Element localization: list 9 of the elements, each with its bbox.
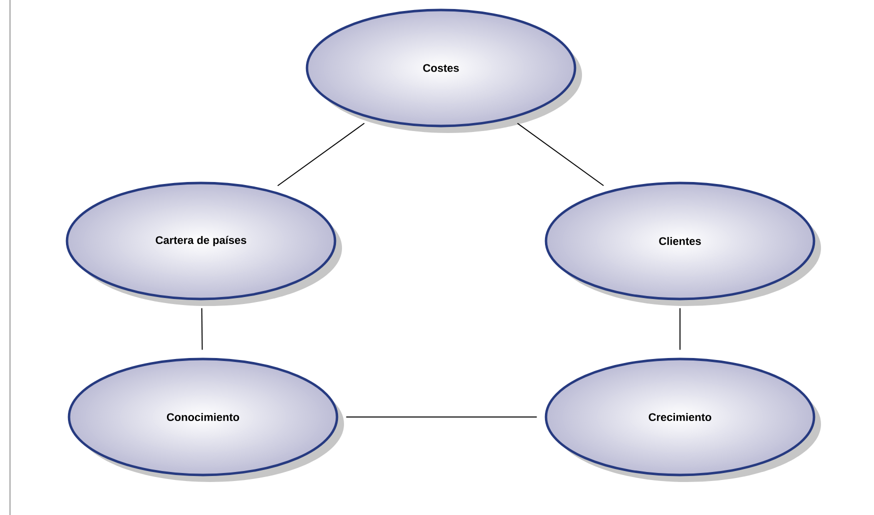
ellipse-node: Crecimiento (544, 358, 821, 482)
ellipse-node: Clientes (544, 182, 821, 306)
connector-line (201, 308, 203, 350)
connector-line (277, 122, 365, 186)
ellipse-node: Conocimiento (68, 358, 344, 482)
connector-line (516, 122, 604, 186)
ellipse-node: Cartera de países (66, 182, 342, 306)
connector-line (346, 416, 538, 418)
ellipse-node: Costes (306, 8, 582, 133)
